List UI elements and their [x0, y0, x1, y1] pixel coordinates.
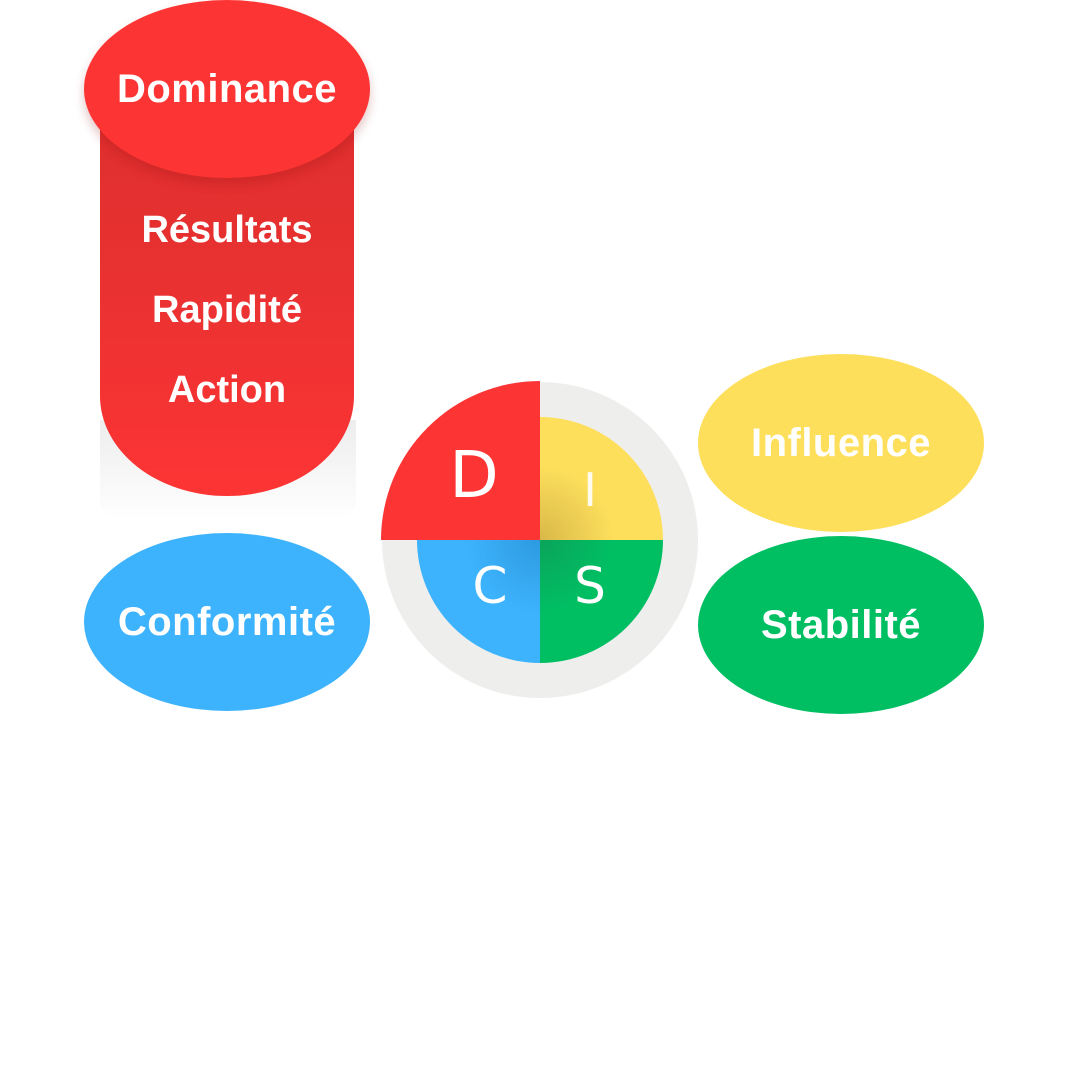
- wheel-segment-i: [540, 417, 663, 540]
- dominance-title: Dominance: [84, 0, 370, 178]
- conformite-ellipse: Conformité: [84, 533, 370, 711]
- dominance-trait-item: Résultats: [141, 209, 313, 251]
- influence-ellipse: Influence: [698, 354, 984, 532]
- wheel-segment-c: [417, 540, 540, 663]
- wheel-letter-i: I: [583, 463, 597, 517]
- dominance-trait-item: Action: [167, 369, 287, 411]
- wheel-letter-d: D: [449, 439, 498, 513]
- wheel-segment-s: [540, 540, 663, 663]
- wheel-letter-s: S: [574, 557, 606, 615]
- disc-wheel: D I C S: [381, 381, 698, 698]
- wheel-letter-c: C: [473, 557, 508, 615]
- dominance-trait-item: Rapidité: [152, 289, 302, 331]
- dominance-traits-list: Résultats Rapidité Action: [100, 200, 354, 440]
- wheel-segment-d: [381, 381, 540, 540]
- stabilite-ellipse: Stabilité: [698, 536, 984, 714]
